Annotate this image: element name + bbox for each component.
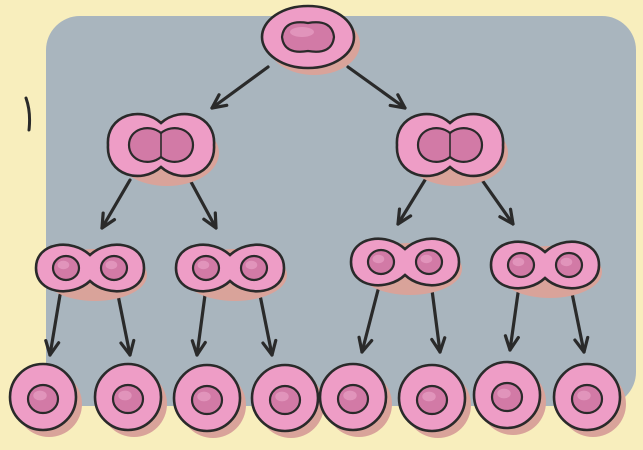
pen-mark	[26, 98, 30, 130]
background-panel	[46, 16, 636, 406]
nucleus	[282, 22, 334, 51]
